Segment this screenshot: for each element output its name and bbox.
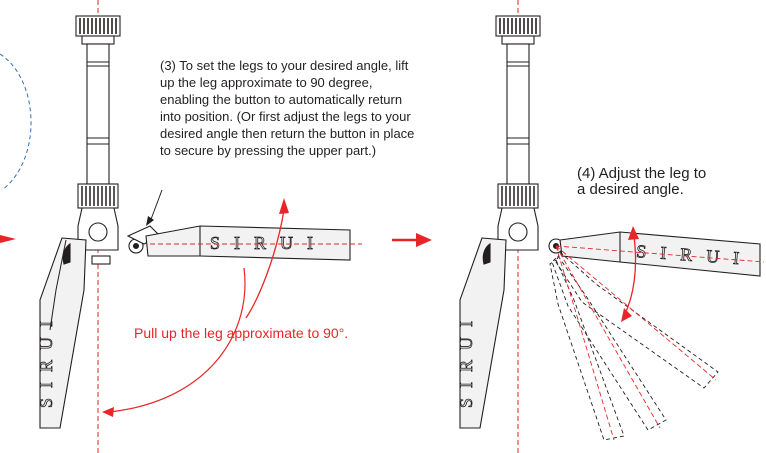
step-3-line: up the leg approximate to 90 degree, bbox=[160, 75, 373, 90]
step-3-line: (3) To set the legs to your desired angl… bbox=[160, 58, 409, 73]
enter-arrow bbox=[0, 235, 16, 243]
step-3-instructions: (3) To set the legs to your desired angl… bbox=[160, 57, 490, 159]
right-figure: SIRUI SIRUI bbox=[456, 0, 765, 453]
hub bbox=[77, 207, 119, 251]
angle-arc bbox=[109, 267, 246, 413]
guide-arc bbox=[0, 53, 32, 191]
knob-ridges bbox=[79, 18, 117, 34]
center-column bbox=[86, 43, 110, 185]
step-3-line: desired angle then return the button in … bbox=[160, 126, 415, 141]
step-4-line: (4) Adjust the leg to bbox=[577, 165, 707, 182]
svg-text:SIRUI: SIRUI bbox=[456, 311, 476, 408]
step-3-line: enabling the button to automatically ret… bbox=[160, 92, 403, 107]
step-4-instructions: (4) Adjust the leg to a desired angle. bbox=[577, 166, 766, 198]
transition-arrow bbox=[392, 233, 432, 247]
step-3-line: to secure by pressing the upper part.) bbox=[160, 143, 377, 158]
left-figure: SIRUI SIRUI bbox=[0, 0, 362, 453]
brand-on-fixed-leg: SIRUI bbox=[36, 311, 56, 408]
lift-arrow bbox=[245, 209, 285, 319]
pull-up-label: Pull up the leg approximate to 90°. bbox=[134, 325, 349, 341]
adjust-arrow bbox=[623, 235, 637, 317]
fixed-leg bbox=[39, 237, 87, 429]
step-4-line: a desired angle. bbox=[577, 181, 684, 198]
step-3-line: into position. (Or first adjust the legs… bbox=[160, 109, 411, 124]
top-knob bbox=[75, 15, 121, 37]
brand-on-raised-leg: SIRUI bbox=[210, 233, 327, 253]
ghost-legs bbox=[549, 251, 719, 441]
